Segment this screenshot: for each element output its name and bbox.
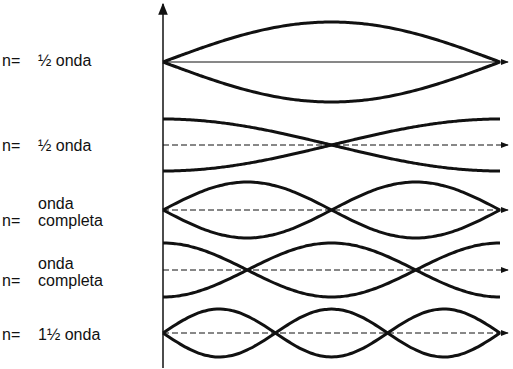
string-axis xyxy=(163,62,508,63)
string-axis xyxy=(163,270,508,271)
wave-envelope xyxy=(163,243,500,297)
mode-prefix: n= xyxy=(2,272,20,289)
wave-envelope xyxy=(163,119,500,171)
wave-envelope xyxy=(163,62,500,102)
mode-prefix: n= xyxy=(2,52,20,69)
wave-envelope xyxy=(163,182,500,238)
vertical-axis xyxy=(162,4,164,368)
mode-label: onda completa xyxy=(38,195,128,229)
wave-envelope xyxy=(163,182,500,238)
mode-label: onda completa xyxy=(38,255,128,289)
wave-envelope xyxy=(163,243,500,297)
mode-prefix: n= xyxy=(2,326,20,343)
mode-label: ½ onda xyxy=(38,137,138,154)
mode-prefix: n= xyxy=(2,137,20,154)
wave-envelope xyxy=(163,119,500,171)
wave-envelope xyxy=(163,309,500,357)
mode-label: 1½ onda xyxy=(38,326,138,343)
wave-envelope xyxy=(163,309,500,357)
string-axis xyxy=(163,210,508,211)
mode-label: ½ onda xyxy=(38,52,138,69)
mode-prefix: n= xyxy=(2,212,20,229)
string-axis xyxy=(163,333,508,334)
wave-envelope xyxy=(163,22,500,62)
